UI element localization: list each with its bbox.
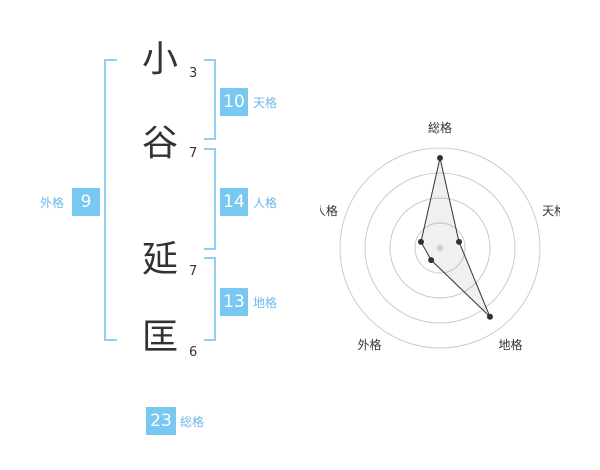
- radar-point-1: [456, 238, 463, 245]
- radar-ring-2: [389, 197, 491, 299]
- radar-ring-1: [414, 222, 466, 274]
- name-char-4: 匡: [142, 317, 179, 358]
- stroke-count-2: 7: [189, 146, 198, 161]
- radar-ring-3: [364, 172, 516, 324]
- tenkaku-bracket: [204, 59, 216, 140]
- tenkaku-badge: 10: [220, 88, 248, 116]
- jinkaku-label: 人格: [253, 196, 278, 210]
- radar-point-2: [486, 313, 493, 320]
- radar-center: [437, 245, 443, 251]
- stroke-count-3: 7: [189, 264, 198, 279]
- chikaku-label: 地格: [253, 296, 278, 310]
- radar-axis-label-2: 地格: [499, 337, 523, 352]
- gaikaku-bracket: [104, 59, 117, 341]
- stroke-count-4: 6: [189, 345, 198, 360]
- tenkaku-label: 天格: [253, 96, 278, 110]
- radar-point-4: [417, 238, 424, 245]
- chikaku-bracket: [204, 257, 216, 341]
- jinkaku-bracket: [204, 148, 216, 250]
- name-char-1: 小: [142, 39, 179, 80]
- stroke-count-1: 3: [189, 66, 198, 81]
- radar-axis-label-4: 人格: [320, 203, 338, 218]
- radar-axis-label-3: 外格: [357, 337, 381, 352]
- soukaku-badge: 23: [146, 407, 176, 435]
- name-char-3: 延: [142, 239, 179, 280]
- radar-axis-label-1: 天格: [542, 203, 560, 218]
- radar-axis-label-0: 総格: [428, 120, 452, 135]
- radar-chart: 総格天格地格 外格 人格: [320, 120, 560, 352]
- radar-point-0: [437, 155, 443, 161]
- jinkaku-badge: 14: [220, 188, 248, 216]
- name-char-2: 谷: [142, 123, 179, 164]
- radar-point-3: [428, 257, 435, 264]
- radar-ring-4: [339, 147, 541, 349]
- gaikaku-label: 外格: [40, 196, 65, 210]
- chikaku-badge: 13: [220, 288, 248, 316]
- soukaku-label: 総格: [180, 415, 205, 429]
- radar-area: [420, 157, 491, 318]
- gaikaku-badge: 9: [72, 188, 100, 216]
